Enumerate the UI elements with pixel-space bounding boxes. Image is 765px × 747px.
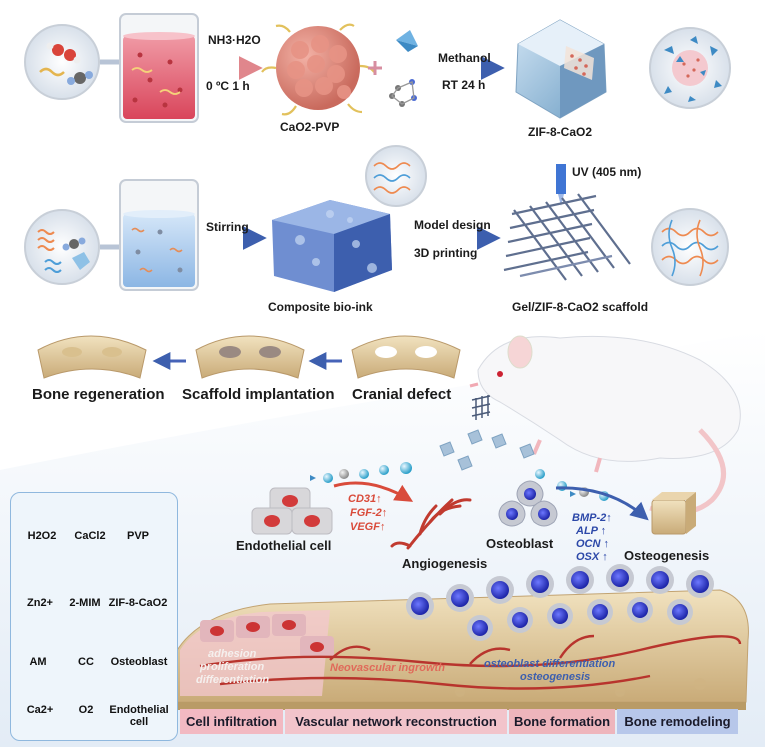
- bioink-label: Composite bio-ink: [268, 300, 373, 314]
- legend-mim-label: 2-MIM: [69, 597, 101, 609]
- bone-block-icon: [651, 492, 696, 535]
- o2-release-left: [310, 462, 412, 483]
- legend-cacl2-label: CaCl2: [74, 530, 106, 542]
- mim-molecule-icon: [389, 79, 417, 107]
- cao2-pvp-particle: [261, 23, 375, 116]
- legend-zn-label: Zn2+: [27, 597, 53, 609]
- legend-o2-label: O2: [78, 704, 94, 716]
- uv-label: UV (405 nm): [572, 165, 642, 179]
- rt-label: RT 24 h: [442, 78, 486, 92]
- legend-h2o2-label: H2O2: [27, 530, 57, 542]
- endothelial-cell-label: Endothelial cell: [236, 538, 332, 553]
- infiltrating-cells: [200, 614, 334, 658]
- skull-defect: [351, 335, 461, 379]
- legend-ca-label: Ca2+: [26, 704, 54, 716]
- bioink-cube: [272, 200, 392, 292]
- skull-regeneration: [37, 335, 147, 379]
- stage-vascular-reconstruction: Vascular network reconstruction: [295, 714, 497, 729]
- stirring-label: Stirring: [206, 220, 249, 234]
- legend-osteoblast-label: Osteoblast: [110, 656, 168, 668]
- legend-endothelial-label: Endothelial cell: [109, 704, 169, 728]
- row3-implantation: [37, 335, 461, 379]
- angiogenesis-label: Angiogenesis: [402, 556, 488, 571]
- stage-bone-remodeling: Bone remodeling: [624, 714, 731, 729]
- plus-sign: [368, 61, 382, 75]
- zif-label: ZIF-8-CaO2: [528, 125, 593, 139]
- legend-zif-label: ZIF-8-CaO2: [108, 597, 168, 609]
- row2-printing: [24, 145, 729, 292]
- cell-text-2: proliferation: [200, 661, 265, 673]
- marker-alp: ALP ↑: [576, 525, 607, 537]
- endothelial-cells: [251, 487, 333, 535]
- cell-text-3: differentiation: [196, 674, 270, 686]
- row1-synthesis: [24, 13, 731, 123]
- osteogenesis-arrow: [555, 486, 649, 521]
- neovascular-network: [199, 634, 742, 690]
- red-beaker: [119, 13, 199, 123]
- marker-ocn: OCN ↑: [576, 538, 609, 550]
- model-design-label: Model design: [414, 218, 491, 232]
- cao2-pvp-label: CaO2-PVP: [280, 120, 340, 134]
- uv-nozzle: [556, 164, 566, 206]
- 3d-printing-label: 3D printing: [414, 246, 478, 260]
- legend-am-label: AM: [29, 656, 47, 668]
- marker-fgf2: FGF-2↑: [350, 507, 388, 519]
- marker-osx: OSX ↑: [576, 551, 608, 563]
- stage-band-1: [180, 709, 283, 734]
- osteoblast-label: Osteoblast: [486, 536, 554, 551]
- small-scaffold-icon: [471, 395, 491, 420]
- vascular-text: Neovascular ingrowth: [330, 662, 445, 674]
- stage-band-4: [617, 709, 738, 734]
- cell-text-1: adhesion: [208, 648, 257, 660]
- angiogenesis-arrow: [333, 481, 414, 502]
- reaction-condition-top: NH3·H2O: [208, 33, 261, 47]
- legend-pvp-label: PVP: [126, 530, 149, 542]
- scaffold-label: Gel/ZIF-8-CaO2 scaffold: [512, 300, 649, 314]
- released-crystals: [439, 429, 535, 471]
- methanol-label: Methanol: [438, 51, 491, 65]
- stage-bone-formation: Bone formation: [513, 714, 611, 729]
- stage-band-2: [285, 709, 507, 734]
- bone-regeneration-label: Bone regeneration: [32, 386, 165, 403]
- h2o2-molecule-icon: [46, 42, 81, 64]
- bioink-inset-circle: [365, 145, 427, 207]
- cranial-defect-label: Cranial defect: [352, 386, 452, 403]
- zn-ion-icon: [396, 30, 418, 52]
- osteogenesis-label: Osteogenesis: [624, 548, 710, 563]
- blood-vessel-icon: [390, 498, 472, 550]
- stage-cell-infiltration: Cell infiltration: [186, 714, 277, 729]
- scaffold-implantation-label: Scaffold implantation: [182, 386, 335, 403]
- marker-cd31: CD31↑: [348, 493, 382, 505]
- stage-band-3: [509, 709, 615, 734]
- cacl2-molecule-icon: [67, 71, 93, 85]
- legend-panel: [10, 492, 178, 741]
- printed-scaffold: [503, 193, 631, 281]
- osteo-text-1: osteoblast differentiation: [484, 658, 616, 670]
- osteoblast-cells: [498, 480, 558, 527]
- zif-8-cao2-crystal: [515, 19, 607, 119]
- marker-bmp2: BMP-2↑: [572, 512, 612, 524]
- osteo-text-2: osteogenesis: [520, 671, 591, 683]
- mineralizing-osteoblasts: [406, 564, 714, 641]
- marker-vegf: VEGF↑: [350, 521, 386, 533]
- blue-beaker: [119, 179, 199, 291]
- h2o2-inset-circle: [24, 24, 100, 100]
- ink-component-inset-circle: [24, 209, 100, 285]
- skull-implanted: [195, 335, 305, 379]
- legend-cc-label: CC: [78, 656, 94, 668]
- reaction-condition-bottom: 0 ºC 1 h: [206, 79, 250, 93]
